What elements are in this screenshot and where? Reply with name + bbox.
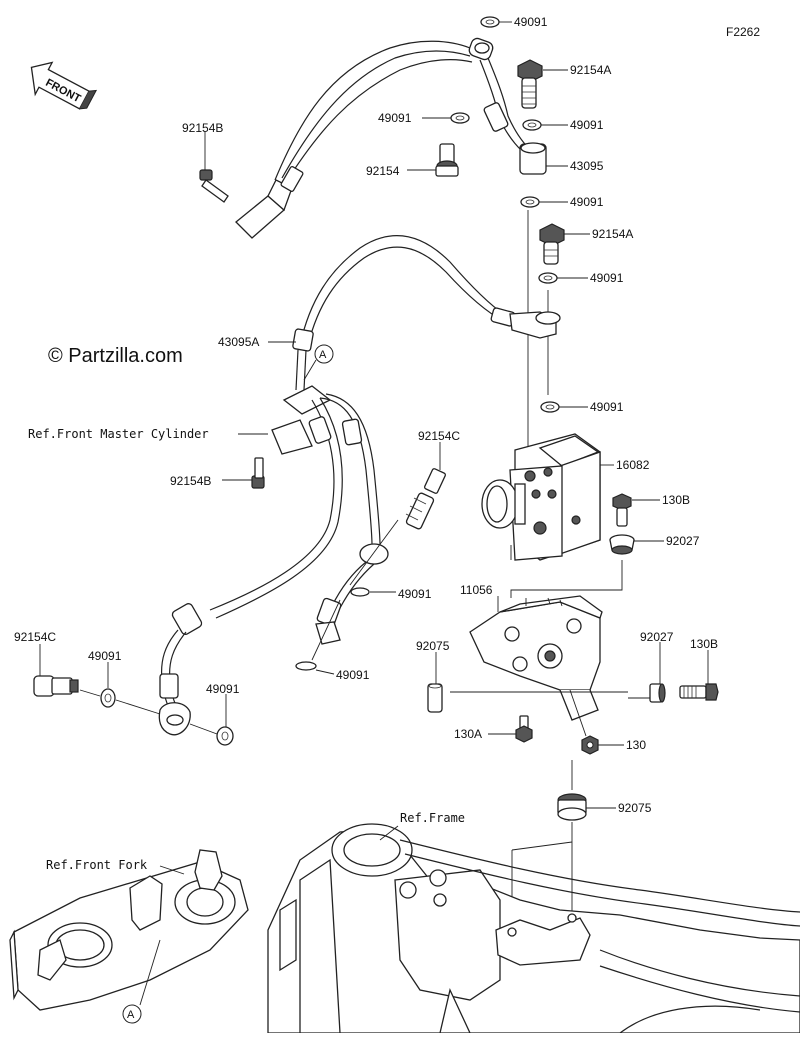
label-p6[interactable]: 92154 xyxy=(366,164,400,178)
washer-49091-g[interactable] xyxy=(100,688,116,708)
callout-a-lower: A xyxy=(122,939,161,1024)
label-p29[interactable]: 92075 xyxy=(618,801,652,815)
label-p25[interactable]: 49091 xyxy=(206,682,240,696)
label-p27[interactable]: 130A xyxy=(454,727,482,741)
label-p13[interactable]: 92154C xyxy=(418,429,460,443)
label-p19[interactable]: 11056 xyxy=(460,583,493,597)
middle-brake-hose-43095a[interactable] xyxy=(292,235,561,352)
bolt-92154b-upper[interactable] xyxy=(199,169,229,203)
banjo-bolt-92154a-lower[interactable] xyxy=(539,223,565,265)
label-p7[interactable]: 43095 xyxy=(570,159,604,173)
label-p24[interactable]: 130B xyxy=(690,637,718,651)
washer-49091-f[interactable] xyxy=(540,401,560,413)
upper-brake-hose-43095[interactable] xyxy=(235,37,547,239)
label-p22[interactable]: 92075 xyxy=(416,639,450,653)
svg-text:A: A xyxy=(319,349,327,361)
washer-49091-h[interactable] xyxy=(216,726,234,746)
ref-front-master-cylinder: Ref.Front Master Cylinder xyxy=(28,427,209,441)
label-p11[interactable]: 43095A xyxy=(218,335,259,349)
banjo-bolt-92154c-lower[interactable] xyxy=(33,675,79,697)
washer-49091-e[interactable] xyxy=(538,272,558,284)
callout-a-upper: A xyxy=(303,344,334,381)
label-p16[interactable]: 130B xyxy=(662,493,690,507)
nut-130[interactable] xyxy=(581,735,599,755)
grommet-92075-bottom[interactable] xyxy=(557,793,587,821)
bolt-130b-right[interactable] xyxy=(679,683,719,701)
motorcycle-frame xyxy=(267,823,800,1034)
part-labels: 49091 92154A 92154B 49091 49091 92154 43… xyxy=(14,15,718,815)
figure-code: F2262 xyxy=(726,25,760,39)
lower-brake-hose-left[interactable] xyxy=(158,602,203,736)
label-p12[interactable]: 49091 xyxy=(590,400,624,414)
front-direction-arrow-icon: FRONT xyxy=(30,61,98,110)
washer-49091-d[interactable] xyxy=(520,196,540,208)
grommet-92027-right[interactable] xyxy=(649,683,666,703)
washer-49091-b[interactable] xyxy=(450,112,470,124)
label-p8[interactable]: 49091 xyxy=(570,195,604,209)
label-p18[interactable]: 49091 xyxy=(398,587,432,601)
banjo-bolt-92154[interactable] xyxy=(435,143,459,177)
label-p10[interactable]: 49091 xyxy=(590,271,624,285)
ref-front-fork: Ref.Front Fork xyxy=(46,858,148,872)
washer-49091-c[interactable] xyxy=(522,119,542,131)
bolt-130a[interactable] xyxy=(515,715,533,743)
banjo-bolt-92154a-upper[interactable] xyxy=(517,59,543,109)
ref-frame: Ref.Frame xyxy=(400,811,465,825)
svg-text:A: A xyxy=(127,1009,135,1021)
grommet-92027-upper[interactable] xyxy=(609,534,635,555)
label-p21[interactable]: 49091 xyxy=(88,649,122,663)
label-p5[interactable]: 49091 xyxy=(570,118,604,132)
abs-bracket-11056[interactable] xyxy=(469,595,603,721)
label-p2[interactable]: 92154A xyxy=(570,63,611,77)
bolt-92154b-lower[interactable] xyxy=(251,457,265,489)
banjo-bolt-92154c-upper[interactable] xyxy=(405,468,446,530)
abs-hydraulic-unit-16082[interactable] xyxy=(481,433,601,561)
washer-49091-i[interactable] xyxy=(350,587,370,597)
label-p23[interactable]: 92027 xyxy=(640,630,674,644)
label-p17[interactable]: 92027 xyxy=(666,534,700,548)
grommet-92075-left[interactable] xyxy=(427,683,443,713)
lower-brake-hose-right[interactable] xyxy=(315,543,389,645)
washer-49091-a[interactable] xyxy=(480,16,500,28)
watermark: © Partzilla.com xyxy=(48,345,183,367)
front-fork-top-clamp xyxy=(9,849,249,1011)
label-p9[interactable]: 92154A xyxy=(592,227,633,241)
bolt-130b-upper[interactable] xyxy=(612,493,632,527)
label-p1[interactable]: 49091 xyxy=(514,15,548,29)
label-p4[interactable]: 49091 xyxy=(378,111,412,125)
washer-49091-j[interactable] xyxy=(295,661,317,671)
label-p26[interactable]: 49091 xyxy=(336,668,370,682)
label-p14[interactable]: 16082 xyxy=(616,458,650,472)
label-p28[interactable]: 130 xyxy=(626,738,646,752)
master-cylinder-union[interactable] xyxy=(209,349,381,619)
label-p20[interactable]: 92154C xyxy=(14,630,56,644)
label-p15[interactable]: 92154B xyxy=(170,474,211,488)
label-p3[interactable]: 92154B xyxy=(182,121,223,135)
